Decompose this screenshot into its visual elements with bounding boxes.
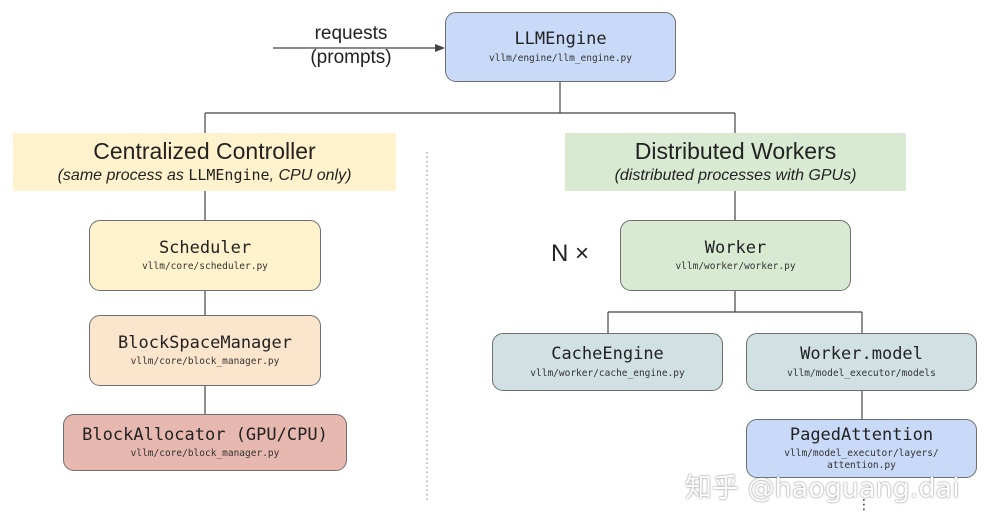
cache-engine-box: CacheEngine vllm/worker/cache_engine.py — [492, 333, 723, 391]
cache-engine-path: vllm/worker/cache_engine.py — [530, 367, 685, 379]
centralized-controller-title: Centralized Controller — [93, 137, 316, 164]
worker-multiplier: N × — [551, 240, 590, 267]
paged-attention-path: vllm/model_executor/layers/ attention.py — [784, 448, 938, 471]
centralized-controller-subtitle: (same process as LLMEngine, CPU only) — [13, 166, 396, 185]
block-space-manager-path: vllm/core/block_manager.py — [130, 356, 280, 368]
worker-model-name: Worker.model — [800, 344, 923, 365]
requests-line1: requests — [314, 23, 388, 44]
requests-label: requests (prompts) — [296, 22, 406, 70]
block-space-manager-name: BlockSpaceManager — [118, 332, 292, 353]
controller-sub-pre: (same process as — [57, 167, 189, 185]
distributed-workers-title: Distributed Workers — [634, 138, 837, 165]
llm-engine-path: vllm/engine/llm_engine.py — [489, 52, 632, 64]
paged-attention-path-line1: vllm/model_executor/layers/ — [784, 448, 939, 460]
worker-box: Worker vllm/worker/worker.py — [620, 220, 851, 291]
worker-model-box: Worker.model vllm/model_executor/models — [746, 333, 977, 391]
worker-path: vllm/worker/worker.py — [675, 261, 796, 273]
paged-attention-box: PagedAttention vllm/model_executor/layer… — [746, 419, 977, 478]
cache-engine-name: CacheEngine — [551, 344, 664, 365]
llm-engine-box: LLMEngine vllm/engine/llm_engine.py — [445, 12, 676, 82]
block-allocator-path: vllm/core/block_manager.py — [130, 448, 280, 460]
paged-attention-path-line2: attention.py — [827, 459, 896, 471]
block-allocator-box: BlockAllocator (GPU/CPU) vllm/core/block… — [63, 414, 347, 471]
controller-sub-code: LLMEngine — [188, 166, 270, 185]
requests-line2: (prompts) — [310, 47, 392, 68]
llm-engine-name: LLMEngine — [514, 29, 607, 50]
distributed-workers-subtitle: (distributed processes with GPUs) — [614, 166, 857, 184]
block-allocator-name: BlockAllocator (GPU/CPU) — [82, 424, 328, 445]
watermark: 知乎 @haoguang.dai — [685, 473, 960, 504]
centralized-controller-header: Centralized Controller (same process as … — [13, 133, 396, 191]
scheduler-path: vllm/core/scheduler.py — [142, 261, 268, 273]
scheduler-box: Scheduler vllm/core/scheduler.py — [89, 220, 321, 291]
worker-name: Worker — [704, 237, 767, 258]
block-space-manager-box: BlockSpaceManager vllm/core/block_manage… — [89, 315, 321, 386]
worker-model-path: vllm/model_executor/models — [787, 367, 936, 379]
scheduler-name: Scheduler — [158, 237, 252, 258]
controller-sub-post: , CPU only) — [269, 167, 352, 185]
paged-attention-name: PagedAttention — [789, 424, 934, 445]
distributed-workers-header: Distributed Workers (distributed process… — [565, 133, 906, 191]
